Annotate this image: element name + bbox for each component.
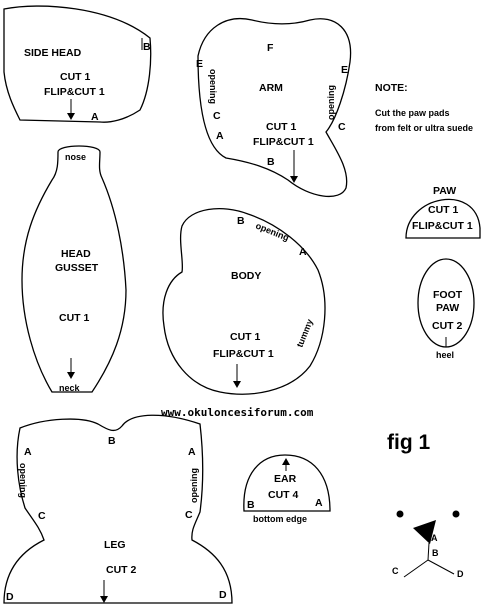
head-gusset-title-1: HEAD (61, 248, 91, 260)
arm-piece: F E E opening opening ARM C C CUT 1 A FL… (196, 18, 352, 198)
side-head-flip: FLIP&CUT 1 (44, 86, 105, 98)
foot-paw-title-1: FOOT (433, 289, 463, 301)
face-mark-c: C (392, 566, 399, 576)
note-title: NOTE: (375, 82, 408, 94)
arm-mark-c-left: C (213, 110, 221, 122)
face-mark-d: D (457, 569, 464, 579)
body-title: BODY (231, 270, 261, 282)
leg-mark-a-right: A (188, 446, 196, 458)
paw-piece: PAW CUT 1 FLIP&CUT 1 (405, 185, 481, 239)
head-gusset-outline (21, 145, 127, 393)
arm-mark-f: F (267, 42, 274, 54)
head-gusset-arrowhead (67, 372, 75, 379)
face-mouth-center (427, 542, 430, 561)
foot-paw-cut: CUT 2 (432, 320, 462, 332)
arm-cut: CUT 1 (266, 121, 296, 133)
arm-flip: FLIP&CUT 1 (253, 136, 314, 148)
head-gusset-title-2: GUSSET (55, 262, 99, 274)
head-gusset-neck: neck (59, 383, 81, 393)
face-mark-b: B (432, 548, 439, 558)
head-gusset-nose: nose (65, 152, 86, 162)
paw-outline (405, 198, 481, 239)
arm-outline (197, 18, 352, 198)
leg-mark-b: B (108, 435, 116, 447)
paw-title: PAW (433, 185, 456, 197)
website-url: www.okuloncesiforum.com (161, 406, 314, 419)
face-nose (413, 520, 436, 544)
leg-outline (3, 414, 233, 604)
note-block: NOTE: Cut the paw pads from felt or ultr… (375, 82, 473, 133)
face-mouth-right (427, 559, 455, 575)
leg-opening-right: opening (189, 468, 199, 503)
ear-piece: EAR CUT 4 B A bottom edge (243, 454, 331, 524)
side-head-title: SIDE HEAD (24, 47, 82, 59)
side-head-mark-a: A (91, 111, 99, 123)
body-piece: B opening A BODY tummy CUT 1 FLIP&CUT 1 (162, 208, 326, 395)
arm-mark-e-right: E (341, 64, 348, 76)
face-left-eye (396, 510, 404, 518)
body-flip: FLIP&CUT 1 (213, 348, 274, 360)
leg-mark-c-left: C (38, 510, 46, 522)
body-arrowhead (233, 381, 241, 388)
arm-mark-a: A (216, 130, 224, 142)
ear-mark-a: A (315, 497, 323, 509)
foot-paw-piece: FOOT PAW CUT 2 heel (417, 258, 475, 360)
leg-cut: CUT 2 (106, 564, 136, 576)
arm-opening-right: opening (326, 85, 336, 120)
body-tummy: tummy (295, 318, 315, 349)
side-head-mark-b: B (143, 41, 151, 53)
arm-arrowhead (290, 176, 298, 183)
leg-mark-d-right: D (219, 589, 227, 601)
ear-outline (243, 454, 331, 512)
ear-arrowhead (282, 458, 290, 465)
body-mark-b: B (237, 215, 245, 227)
side-head-cut: CUT 1 (60, 71, 90, 83)
note-line-2: from felt or ultra suede (375, 123, 473, 133)
paw-flip: FLIP&CUT 1 (412, 220, 473, 232)
body-cut: CUT 1 (230, 331, 260, 343)
ear-bottom-edge: bottom edge (253, 514, 307, 524)
figure-label: fig 1 (387, 431, 430, 454)
leg-title: LEG (104, 539, 126, 551)
leg-mark-d-left: D (6, 591, 14, 603)
foot-paw-heel: heel (436, 350, 454, 360)
paw-cut: CUT 1 (428, 204, 458, 216)
ear-title: EAR (274, 473, 297, 485)
leg-opening-left: opening (18, 463, 28, 498)
arm-mark-c-right: C (338, 121, 346, 133)
leg-mark-a-left: A (24, 446, 32, 458)
arm-title: ARM (259, 82, 283, 94)
side-head-arrowhead (67, 113, 75, 120)
ear-cut: CUT 4 (268, 489, 298, 501)
note-line-1: Cut the paw pads (375, 108, 450, 118)
arm-opening-left: opening (208, 69, 218, 104)
body-opening: opening (254, 221, 290, 243)
foot-paw-title-2: PAW (436, 302, 459, 314)
body-mark-a: A (299, 246, 307, 258)
face-mark-a: A (431, 533, 438, 543)
body-outline (162, 208, 326, 395)
head-gusset-cut: CUT 1 (59, 312, 89, 324)
leg-arrowhead (100, 596, 108, 603)
ear-mark-b: B (247, 499, 255, 511)
leg-mark-c-right: C (185, 509, 193, 521)
head-gusset-piece: nose HEAD GUSSET CUT 1 neck (21, 145, 127, 393)
face-mouth-left (403, 559, 429, 578)
side-head-outline (3, 5, 152, 123)
arm-mark-e-left: E (196, 58, 203, 70)
face-right-eye (452, 510, 460, 518)
arm-mark-b: B (267, 156, 275, 168)
side-head-piece: SIDE HEAD B CUT 1 FLIP&CUT 1 A (3, 5, 152, 123)
leg-piece: B A A opening opening C C LEG CUT 2 D D (3, 414, 233, 604)
face-embroidery-diagram: A B C D (392, 510, 464, 579)
